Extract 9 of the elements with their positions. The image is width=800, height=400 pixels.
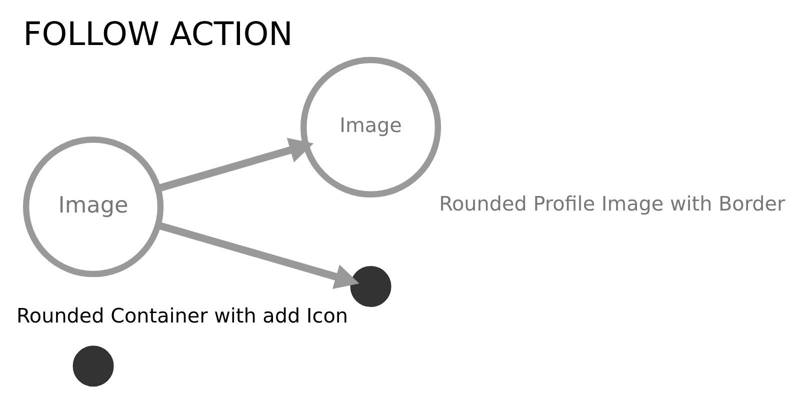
node-label: Rounded Container with add Icon [16, 304, 348, 328]
diagram-title: FOLLOW ACTION [23, 14, 293, 53]
node-circle [72, 346, 114, 387]
node-circle: Image [22, 136, 164, 278]
node-circle [350, 266, 392, 308]
node-circle: Image [300, 56, 442, 198]
arrow [156, 138, 314, 192]
node-label: Rounded Profile Image with Border [439, 192, 786, 216]
arrow [156, 222, 360, 289]
